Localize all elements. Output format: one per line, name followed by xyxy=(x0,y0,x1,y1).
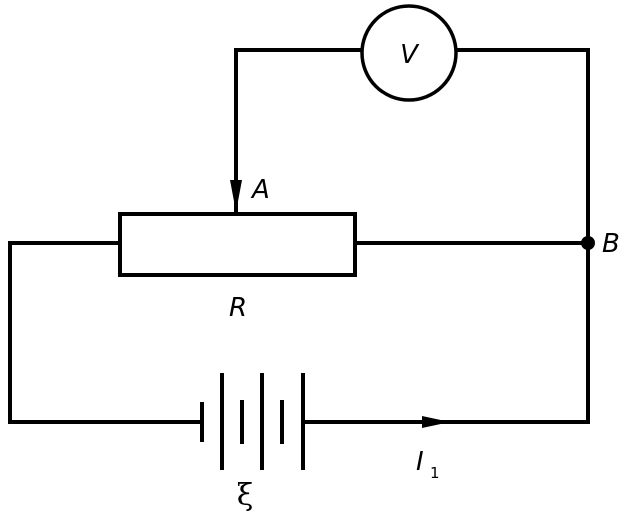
current-arrow-icon xyxy=(422,416,450,428)
resistor-symbol xyxy=(118,212,357,277)
point-b-label: B xyxy=(602,229,620,259)
resistor-label: R xyxy=(229,293,247,323)
slider-arrow-icon xyxy=(230,180,242,212)
current-label: I xyxy=(416,447,424,477)
voltmeter-left-wire xyxy=(234,48,364,214)
left-loop-wire xyxy=(8,241,204,424)
junction-b-dot xyxy=(581,236,595,250)
voltmeter-symbol xyxy=(360,4,458,102)
voltmeter-label: V xyxy=(400,40,420,70)
right-loop-wire xyxy=(301,241,590,424)
current-subscript: 1 xyxy=(430,464,440,482)
voltmeter-right-wire xyxy=(454,48,590,245)
emf-label: ξ xyxy=(237,478,254,513)
battery-symbol xyxy=(200,373,305,470)
point-a-label: A xyxy=(250,175,270,205)
